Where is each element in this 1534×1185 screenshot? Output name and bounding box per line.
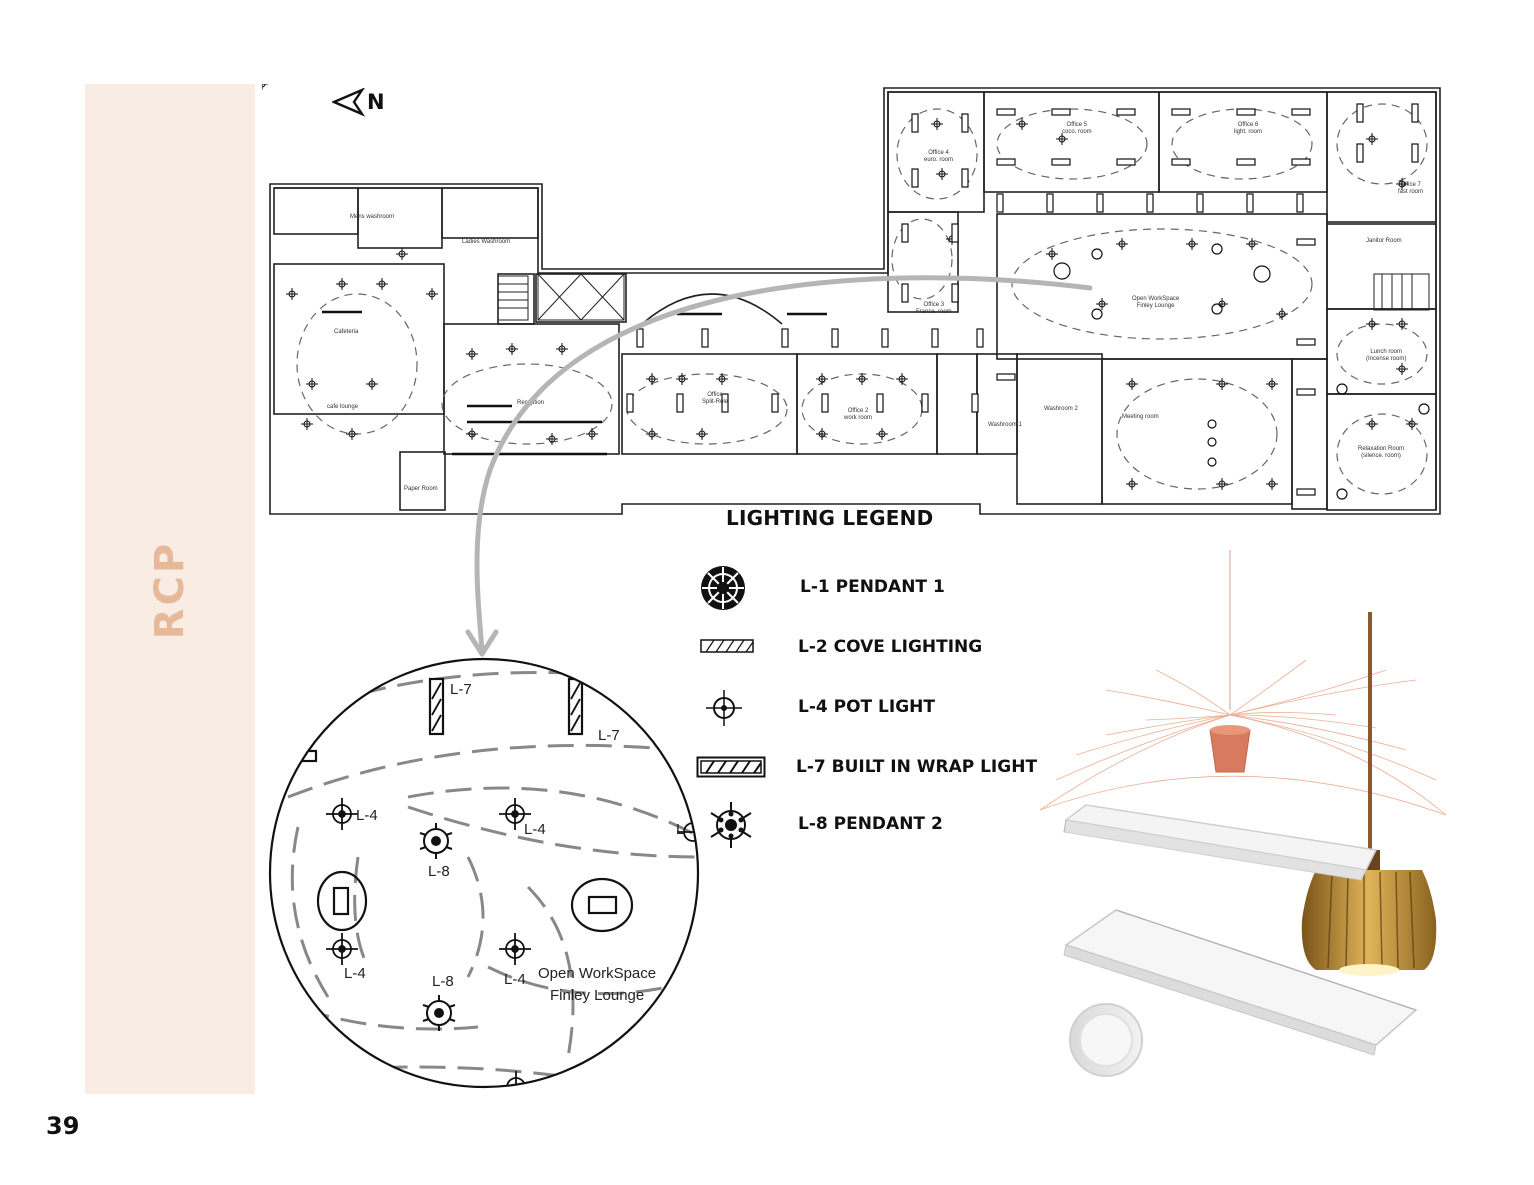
room-label-meeting: Meeting room bbox=[1122, 414, 1159, 420]
wrap-light-photo-1 bbox=[1063, 804, 1378, 881]
room-label-wash1: Washroom 1 bbox=[988, 422, 1022, 428]
north-label: N bbox=[367, 90, 385, 114]
side-title: RCP bbox=[147, 540, 193, 640]
cove-lighting-icon bbox=[700, 639, 754, 653]
zoom-detail-drawing bbox=[268, 657, 700, 1089]
room-label-lunch: Lunch room(Incense room) bbox=[1366, 349, 1407, 362]
zoom-room-label: Open WorkSpace bbox=[538, 965, 657, 982]
side-band bbox=[85, 84, 255, 1094]
legend-label-l4: L-4 POT LIGHT bbox=[798, 697, 935, 717]
pendant-2-icon bbox=[710, 802, 752, 848]
room-label-wash2: Washroom 2 bbox=[1044, 406, 1078, 412]
fixture-collage-drawing bbox=[1039, 550, 1447, 1077]
page-number: 39 bbox=[46, 1112, 80, 1140]
zoom-label-l8b: L-8 bbox=[432, 973, 454, 990]
zoom-detail: L-7 L-7 L-4 L-4 L-4 L-4 L-8 L-8 L Open W… bbox=[268, 657, 700, 1089]
legend-label-l7: L-7 BUILT IN WRAP LIGHT bbox=[796, 757, 1038, 777]
wrap-light-photo-2 bbox=[1063, 909, 1418, 1056]
floor-plan-drawing bbox=[256, 78, 1441, 515]
zoom-label-l4d: L-4 bbox=[504, 971, 526, 988]
room-label-reception: Reception bbox=[517, 400, 545, 406]
pendant-1-photo bbox=[1039, 550, 1447, 816]
zoom-label-l7a: L-7 bbox=[450, 681, 472, 698]
legend-title: LIGHTING LEGEND bbox=[726, 506, 934, 530]
room-label-janitor: Janitor Room bbox=[1366, 238, 1402, 244]
legend-label-l8: L-8 PENDANT 2 bbox=[798, 814, 943, 834]
zoom-room-label-2: Finley Lounge bbox=[550, 987, 645, 1004]
pot-light-icon bbox=[706, 690, 742, 726]
room-label-ladies: Ladies Washroom bbox=[462, 239, 511, 245]
fixture-collage bbox=[1036, 550, 1496, 1080]
zoom-label-l4b: L-4 bbox=[524, 821, 546, 838]
pot-light-photo bbox=[1069, 1003, 1143, 1077]
pendant-2-photo bbox=[1301, 612, 1437, 976]
room-label-cafeteria: Cafeteria bbox=[334, 329, 359, 335]
wrap-light-icon bbox=[696, 756, 766, 778]
room-label-mens: Mens washroom bbox=[350, 214, 395, 220]
zoom-label-l4e: L bbox=[676, 821, 685, 838]
zoom-label-l4c: L-4 bbox=[344, 965, 366, 982]
pendant-1-icon bbox=[701, 566, 745, 610]
legend-label-l2: L-2 COVE LIGHTING bbox=[798, 637, 983, 657]
legend-label-l1: L-1 PENDANT 1 bbox=[800, 577, 945, 597]
floor-plan: Mens washroom Ladies Washroom Cafeteria … bbox=[256, 78, 1450, 518]
north-arrow-icon bbox=[332, 88, 366, 117]
zoom-label-l4a: L-4 bbox=[356, 807, 378, 824]
room-label-relax: Relaxation Room(silence. room) bbox=[1358, 446, 1405, 459]
zoom-label-l8a: L-8 bbox=[428, 863, 450, 880]
room-label-paper: Paper Room bbox=[404, 486, 438, 492]
room-label-cafe: cafe lounge bbox=[327, 404, 359, 410]
zoom-label-l7b: L-7 bbox=[598, 727, 620, 744]
